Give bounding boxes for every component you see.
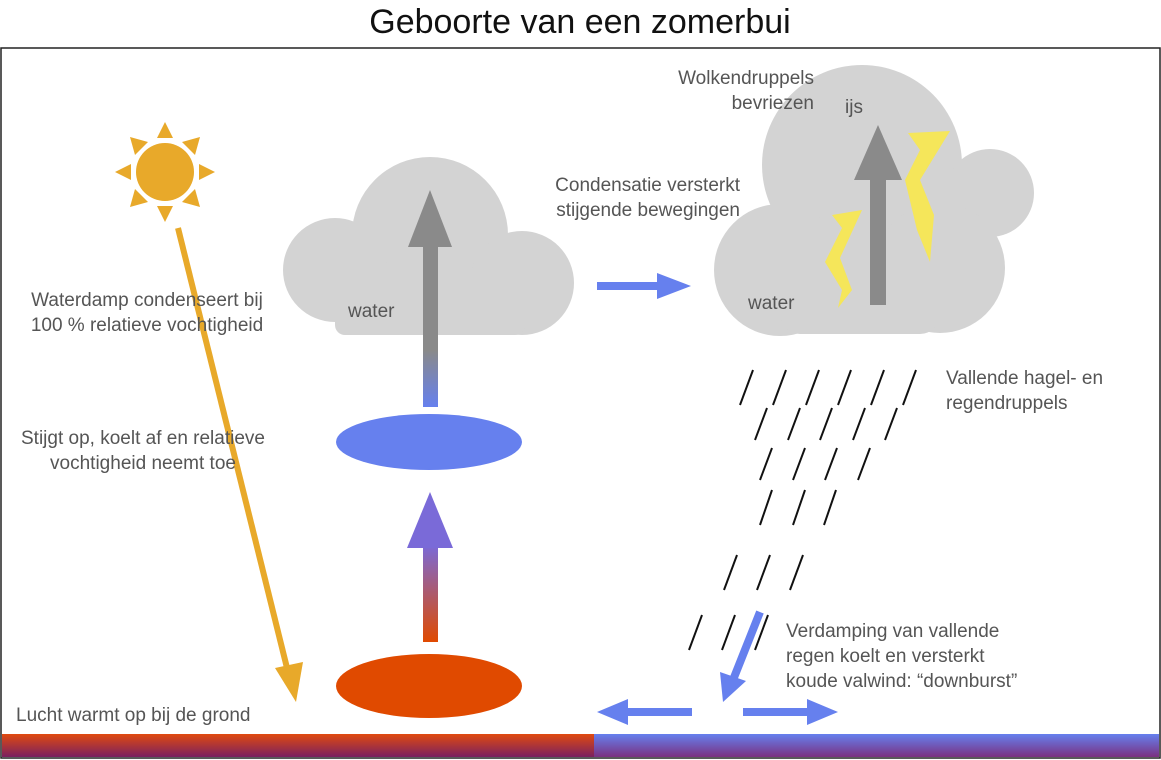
label-evap-3: koude valwind: “downburst” xyxy=(786,671,1017,692)
label-cond-strength-2: stijgende bewegingen xyxy=(556,200,740,221)
label-freeze-2: bevriezen xyxy=(732,93,814,114)
frame xyxy=(0,47,1161,759)
warm-air-path-arrow xyxy=(175,227,303,702)
label-water-left: water xyxy=(347,301,395,322)
outflow-right-arrow xyxy=(743,699,838,725)
arrow-right-icon xyxy=(597,273,691,299)
label-condense-1: Waterdamp condenseert bij xyxy=(31,290,263,311)
label-falling-2: regendruppels xyxy=(946,393,1067,414)
label-falling-1: Vallende hagel- en xyxy=(946,368,1103,389)
outflow-left-arrow xyxy=(597,699,692,725)
sun-icon xyxy=(115,122,215,222)
ground-warm xyxy=(2,734,594,757)
label-evap-1: Verdamping van vallende xyxy=(786,621,999,642)
updraft-arrow-right-cloud xyxy=(854,125,902,305)
label-rise-1: Stijgt op, koelt af en relatieve xyxy=(21,428,265,449)
warm-air-parcel xyxy=(336,654,522,718)
rain-streaks xyxy=(688,369,917,651)
label-water-right: water xyxy=(747,293,795,314)
downdraft-arrow xyxy=(720,610,764,702)
page-title: Geboorte van een zomerbui xyxy=(369,3,790,41)
label-ice: ijs xyxy=(845,97,863,118)
label-freeze-1: Wolkendruppels xyxy=(678,68,814,89)
label-ground: Lucht warmt op bij de grond xyxy=(16,705,250,726)
label-condense-2: 100 % relatieve vochtigheid xyxy=(31,315,263,336)
label-evap-2: regen koelt en versterkt xyxy=(786,646,985,667)
updraft-arrow-bottom xyxy=(407,492,453,642)
ground-cool xyxy=(594,734,1159,757)
cloud-left xyxy=(283,157,574,335)
label-rise-2: vochtigheid neemt toe xyxy=(50,453,236,474)
cloud-right xyxy=(714,65,1034,336)
updraft-arrow-top xyxy=(408,190,452,407)
cool-air-parcel xyxy=(336,414,522,470)
lightning-icon xyxy=(825,131,950,308)
label-cond-strength-1: Condensatie versterkt xyxy=(555,175,741,196)
